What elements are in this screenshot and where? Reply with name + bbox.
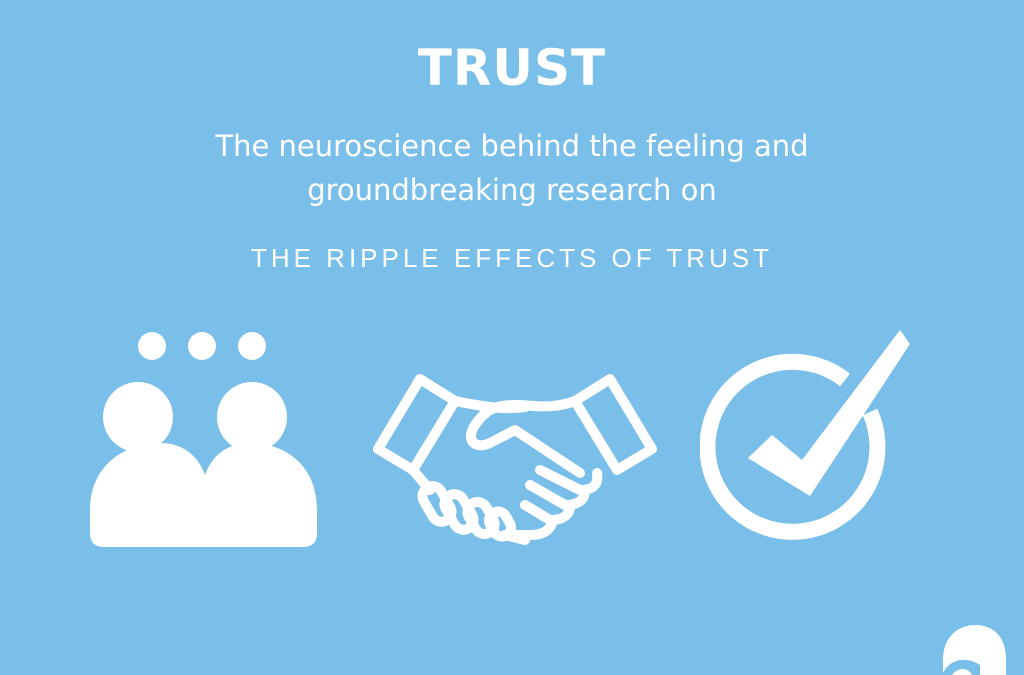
brand-logo-icon xyxy=(942,625,1006,675)
tagline: THE RIPPLE EFFECTS OF TRUST xyxy=(250,243,774,273)
subtitle-line-2: groundbreaking research on xyxy=(307,173,717,207)
checkmark-circle-icon xyxy=(700,330,910,540)
subtitle-line-1: The neuroscience behind the feeling and xyxy=(215,129,809,163)
page-title: TRUST xyxy=(417,39,607,97)
handshake-icon xyxy=(373,374,657,545)
people-conversation-icon xyxy=(90,332,317,547)
subtitle: The neuroscience behind the feeling and … xyxy=(0,124,1024,212)
